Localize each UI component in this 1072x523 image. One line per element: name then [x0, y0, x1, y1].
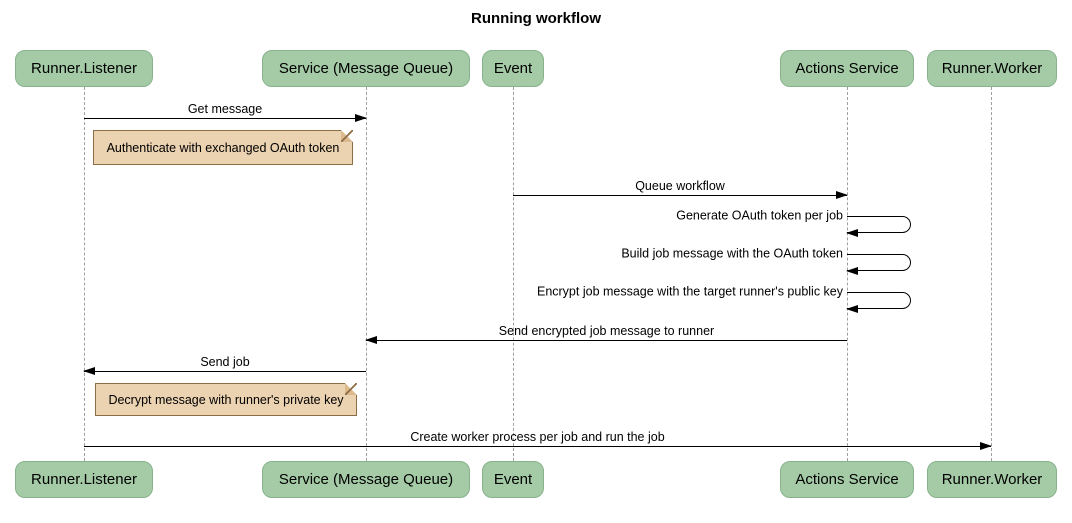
- lifeline-service-message-queue: [365, 87, 367, 461]
- message-create-worker-process: Create worker process per job and run th…: [84, 430, 992, 450]
- message-build-job-message-loop: [846, 254, 911, 275]
- message-encrypt-job-message-loop: [846, 292, 911, 313]
- message-send-job: Send job: [83, 355, 366, 375]
- participant-service-message-queue-top: Service (Message Queue): [262, 50, 470, 87]
- lifeline-runner-listener: [83, 87, 85, 461]
- participant-runner-listener-bottom: Runner.Listener: [15, 461, 153, 498]
- lifeline-runner-worker: [990, 87, 992, 461]
- arrowhead-right-icon: [355, 113, 367, 122]
- arrowhead-left-icon: [846, 229, 858, 237]
- message-generate-oauth-token-label: Generate OAuth token per job: [676, 208, 843, 223]
- message-label: Send encrypted job message to runner: [498, 324, 715, 338]
- arrowhead-left-icon: [846, 267, 858, 275]
- message-queue-workflow: Queue workflow: [513, 179, 848, 199]
- message-encrypt-job-message-label: Encrypt job message with the target runn…: [536, 284, 843, 299]
- participant-service-message-queue-bottom: Service (Message Queue): [262, 461, 470, 498]
- participant-runner-worker-top: Runner.Worker: [927, 50, 1057, 87]
- message-build-job-message-label: Build job message with the OAuth token: [621, 246, 843, 261]
- arrowhead-right-icon: [980, 441, 992, 450]
- note-decrypt-private-key: Decrypt message with runner's private ke…: [95, 383, 357, 416]
- diagram-title: Running workflow: [471, 10, 601, 27]
- arrowhead-right-icon: [836, 190, 848, 199]
- message-label: Get message: [187, 102, 263, 116]
- arrowhead-left-icon: [846, 305, 858, 313]
- participant-actions-service-top: Actions Service: [780, 50, 914, 87]
- note-label: Decrypt message with runner's private ke…: [108, 392, 344, 407]
- message-label: Send job: [200, 355, 250, 369]
- participant-runner-worker-bottom: Runner.Worker: [927, 461, 1057, 498]
- lifeline-event: [512, 87, 514, 461]
- note-label: Authenticate with exchanged OAuth token: [106, 140, 340, 155]
- participant-event-top: Event: [482, 50, 544, 87]
- message-get-message: Get message: [84, 102, 367, 122]
- message-send-encrypted-job: Send encrypted job message to runner: [365, 324, 847, 344]
- participant-actions-service-bottom: Actions Service: [780, 461, 914, 498]
- note-authenticate-oauth: Authenticate with exchanged OAuth token: [93, 130, 353, 165]
- arrowhead-left-icon: [83, 366, 95, 375]
- message-label: Create worker process per job and run th…: [410, 430, 665, 444]
- arrowhead-left-icon: [365, 335, 377, 344]
- participant-event-bottom: Event: [482, 461, 544, 498]
- message-generate-oauth-token-loop: [846, 216, 911, 237]
- participant-runner-listener-top: Runner.Listener: [15, 50, 153, 87]
- message-label: Queue workflow: [635, 179, 725, 193]
